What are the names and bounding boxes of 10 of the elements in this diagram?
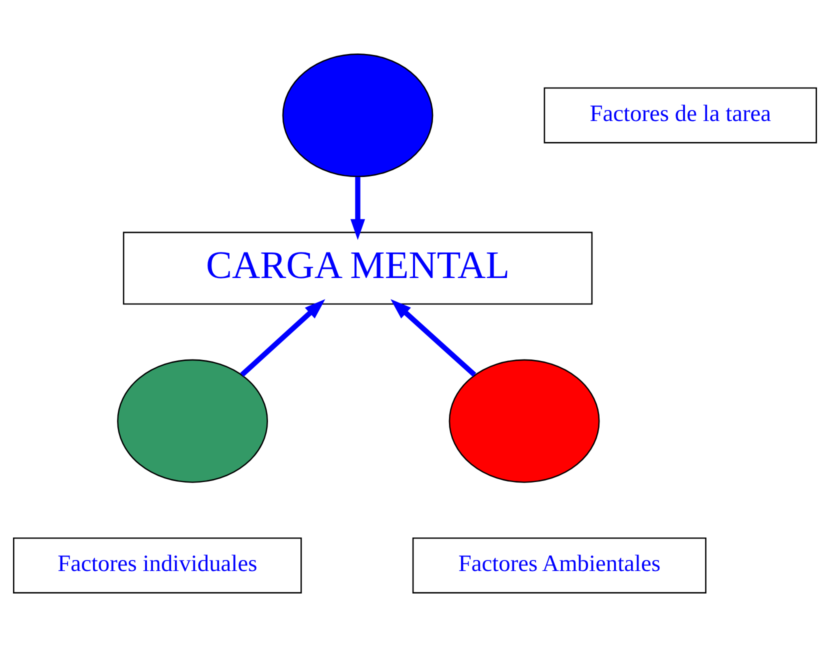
node-box: CARGA MENTAL — [122, 232, 593, 305]
node-circle — [117, 359, 268, 483]
node-circle — [282, 54, 434, 178]
node-box: Factores Ambientales — [412, 538, 706, 594]
arrow — [240, 299, 326, 377]
arrow — [390, 299, 476, 377]
node-box: Factores de la tarea — [544, 87, 817, 144]
arrow — [350, 176, 366, 240]
node-circle — [448, 359, 600, 483]
node-box: Factores individuales — [13, 538, 302, 594]
